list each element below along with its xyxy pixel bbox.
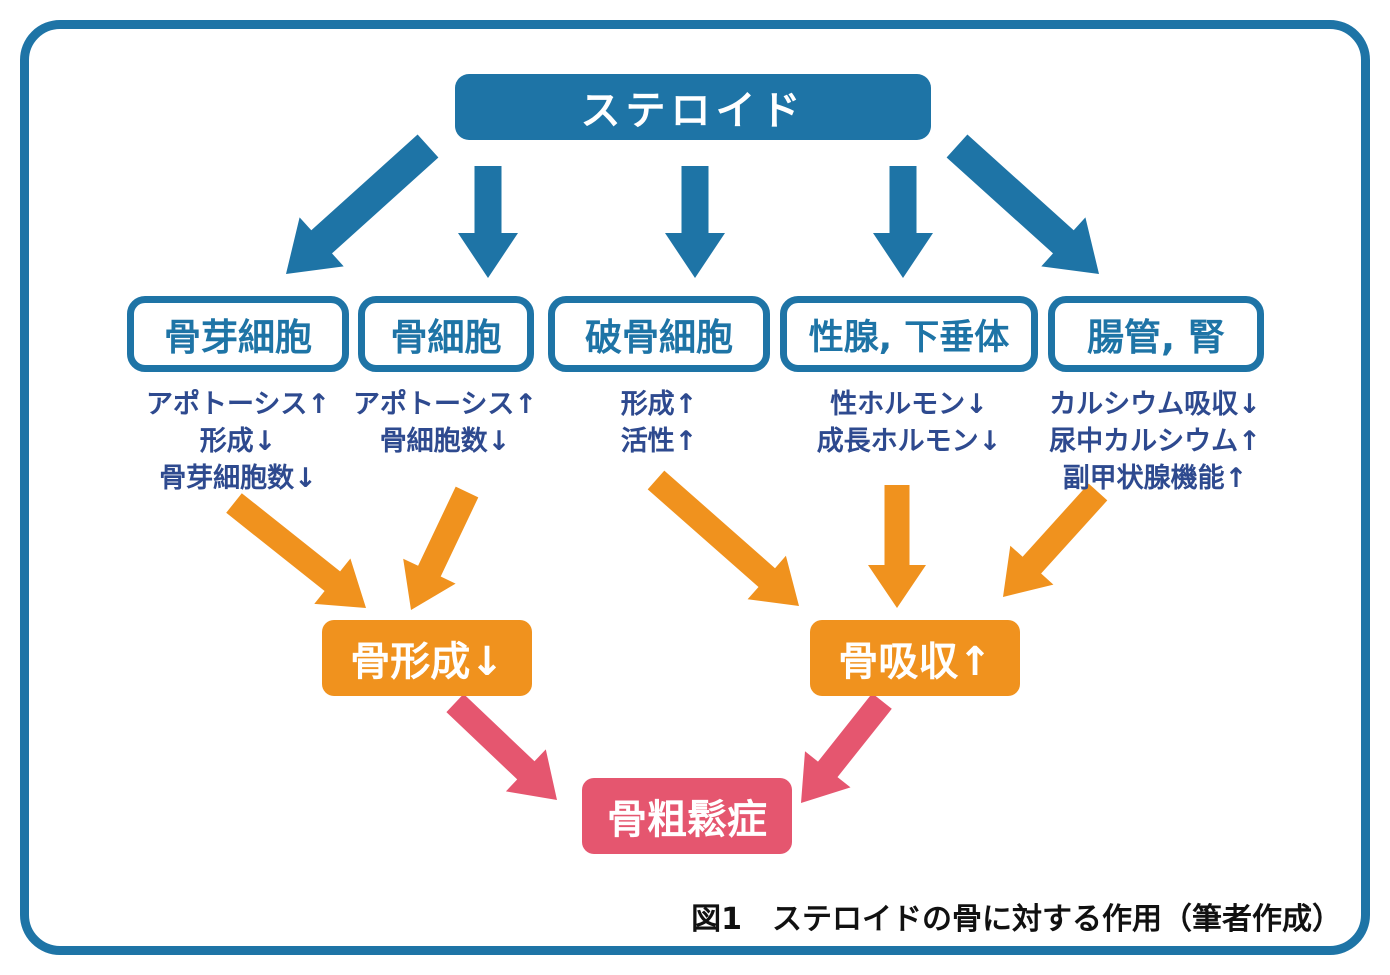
- node-bone-resorption-label: 骨吸収↑: [838, 639, 992, 685]
- node-osteoclast-label: 破骨細胞: [585, 316, 733, 359]
- node-bone-formation-label: 骨形成↓: [350, 639, 504, 685]
- effect-line: 尿中カルシウム↑: [1049, 426, 1261, 457]
- effects-gonad-pituitary: 性ホルモン↓ 成長ホルモン↓: [749, 386, 1069, 460]
- node-osteoblast: 骨芽細胞: [127, 296, 349, 372]
- effect-line: 性ホルモン↓: [830, 389, 988, 420]
- effect-line: アポトーシス↑: [145, 389, 331, 420]
- effects-intestine-kidney: カルシウム吸収↓ 尿中カルシウム↑ 副甲状腺機能↑: [995, 386, 1315, 497]
- effect-line: カルシウム吸収↓: [1049, 389, 1261, 420]
- effect-line: アポトーシス↑: [352, 389, 538, 420]
- effect-line: 活性↑: [620, 426, 698, 457]
- effect-line: 副甲状腺機能↑: [1062, 463, 1248, 494]
- node-osteoclast: 破骨細胞: [548, 296, 770, 372]
- node-gonad-pituitary-label: 性腺, 下垂体: [808, 317, 1010, 358]
- effect-line: 成長ホルモン↓: [816, 426, 1002, 457]
- node-bone-formation: 骨形成↓: [322, 620, 532, 696]
- effects-osteocyte: アポトーシス↑ 骨細胞数↓: [285, 386, 605, 460]
- diagram-frame: [20, 20, 1370, 955]
- node-intestine-kidney-label: 腸管, 腎: [1087, 316, 1225, 359]
- effect-line: 形成↑: [620, 389, 698, 420]
- node-bone-resorption: 骨吸収↑: [810, 620, 1020, 696]
- figure-caption: 図1 ステロイドの骨に対する作用（筆者作成）: [691, 902, 1342, 937]
- node-osteoporosis-label: 骨粗鬆症: [607, 797, 767, 843]
- node-osteocyte-label: 骨細胞: [390, 316, 502, 359]
- effect-line: 骨細胞数↓: [379, 426, 511, 457]
- node-osteoporosis: 骨粗鬆症: [582, 778, 792, 854]
- effects-osteoclast: 形成↑ 活性↑: [499, 386, 819, 460]
- node-gonad-pituitary: 性腺, 下垂体: [780, 296, 1038, 372]
- node-osteoblast-label: 骨芽細胞: [164, 316, 312, 359]
- effects-osteoblast: アポトーシス↑ 形成↓ 骨芽細胞数↓: [78, 386, 398, 497]
- node-intestine-kidney: 腸管, 腎: [1048, 296, 1264, 372]
- node-steroid-label: ステロイド: [580, 88, 806, 134]
- node-osteocyte: 骨細胞: [358, 296, 534, 372]
- effect-line: 形成↓: [199, 426, 277, 457]
- node-steroid: ステロイド: [455, 74, 931, 140]
- effect-line: 骨芽細胞数↓: [159, 463, 317, 494]
